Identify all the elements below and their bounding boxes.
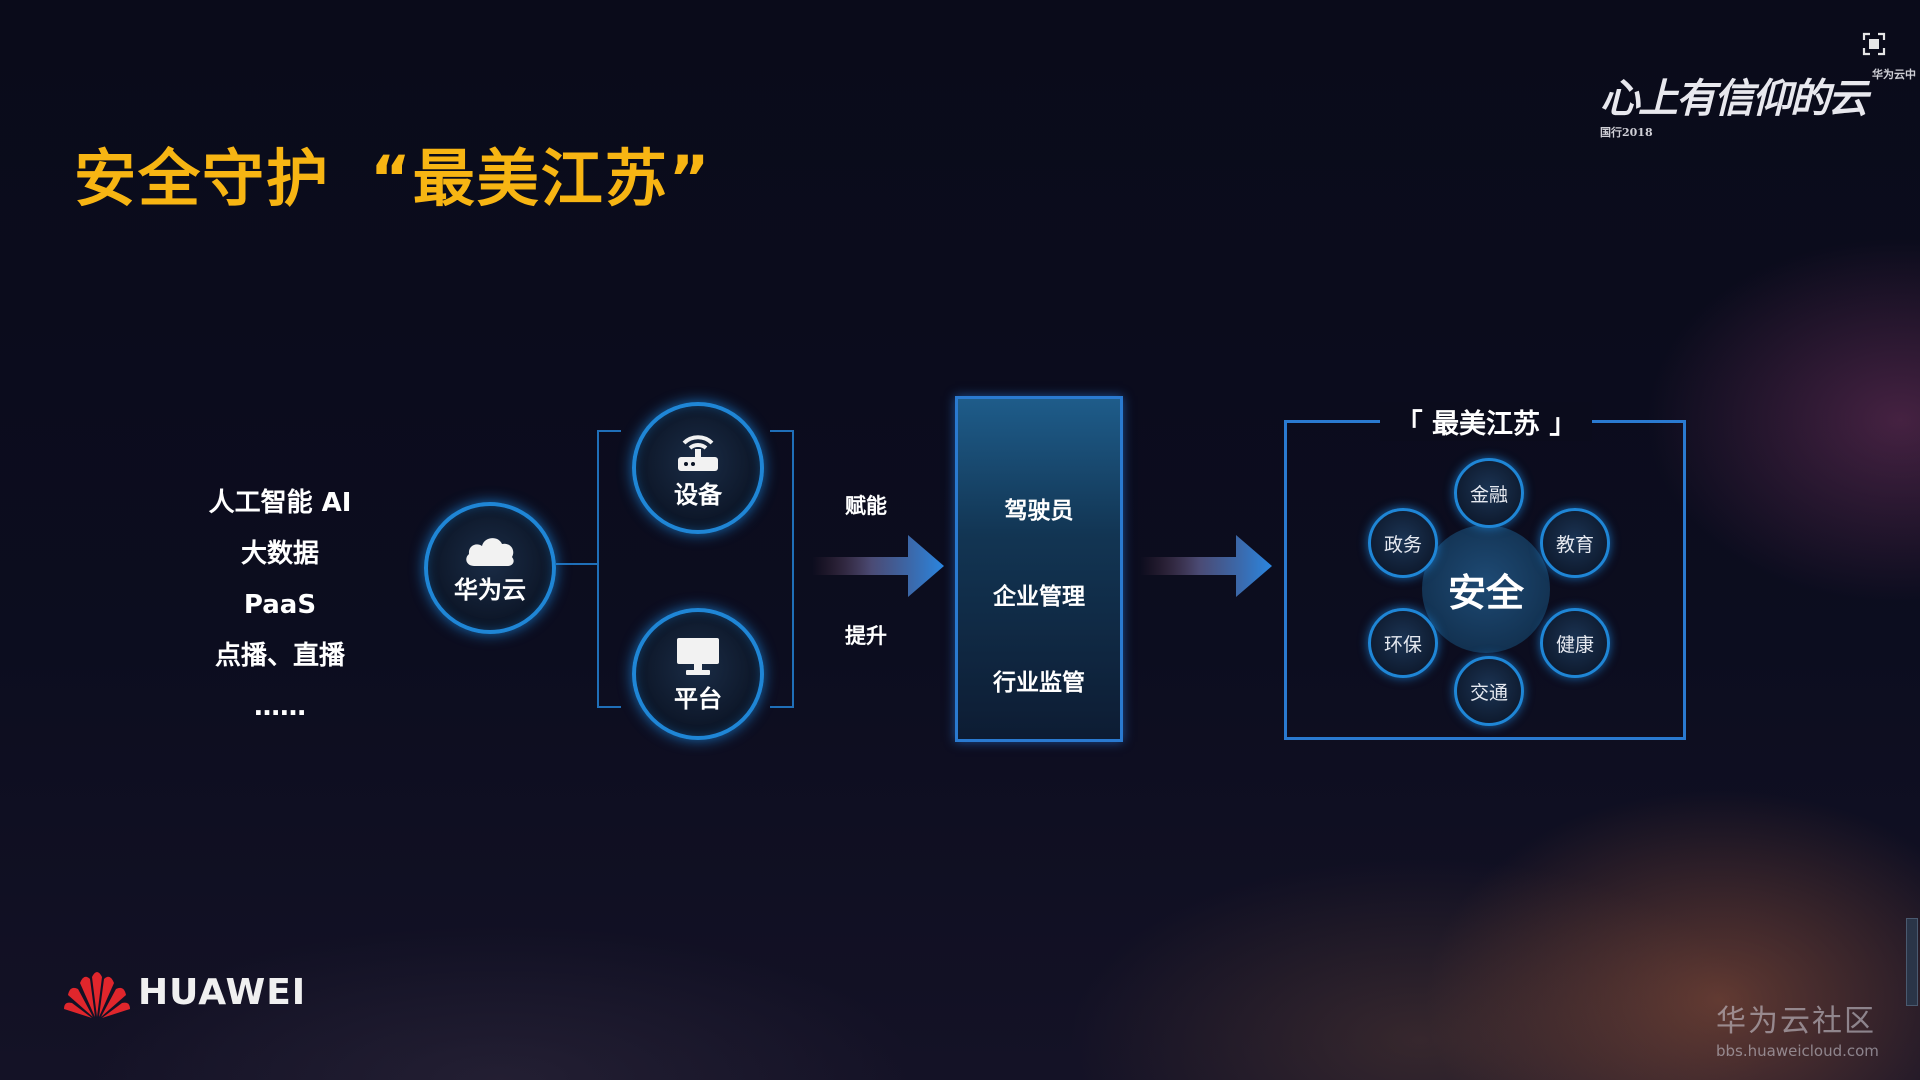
node-education: 教育 xyxy=(1540,508,1610,578)
huawei-logo-icon xyxy=(64,972,130,1018)
item-driver: 驾驶员 xyxy=(1004,498,1074,524)
management-box: 驾驶员 企业管理 行业监管 xyxy=(955,396,1123,742)
empower-label: 赋能 xyxy=(845,494,887,518)
capability-paas: PaaS xyxy=(243,590,317,620)
capability-list: 人工智能 AI 大数据 PaaS 点播、直播 …… xyxy=(170,478,390,733)
left-bracket xyxy=(597,430,621,708)
router-icon xyxy=(678,434,718,471)
capability-vod-live: 点播、直播 xyxy=(214,641,345,671)
device-node: 设备 xyxy=(632,402,764,534)
result-box-title: 「 最美江苏 」 xyxy=(1380,402,1592,441)
item-industry-supervision: 行业监管 xyxy=(993,670,1085,696)
right-bracket xyxy=(770,430,794,708)
platform-node: 平台 xyxy=(632,608,764,740)
cloud-node-label: 华为云 xyxy=(454,575,526,604)
arrow-to-result xyxy=(1140,535,1272,597)
watermark-url: bbs.huaweicloud.com xyxy=(1716,1042,1879,1060)
title-quoted: “最美江苏” xyxy=(370,142,712,215)
node-transport: 交通 xyxy=(1454,656,1524,726)
event-slogan-logo: 心上有信仰的云华为云中国行2018 xyxy=(1600,66,1920,171)
slogan-text: 心上有信仰的云 xyxy=(1600,75,1868,122)
capability-big-data: 大数据 xyxy=(240,539,319,569)
node-health: 健康 xyxy=(1540,608,1610,678)
community-watermark: 华为云社区 bbs.huaweicloud.com xyxy=(1716,996,1879,1060)
capability-ai: 人工智能 AI xyxy=(208,488,352,518)
security-hub: 安全 xyxy=(1422,525,1550,653)
arrow-to-center xyxy=(812,535,944,597)
slogan-subtext: 华为云中国行2018 xyxy=(1600,68,1916,139)
device-node-label: 设备 xyxy=(674,480,722,509)
node-finance: 金融 xyxy=(1454,458,1524,528)
huawei-cloud-node: 华为云 xyxy=(424,502,556,634)
watermark-title: 华为云社区 xyxy=(1716,1004,1876,1039)
node-government: 政务 xyxy=(1368,508,1438,578)
connector-cloud-bracket xyxy=(556,563,598,565)
monitor-icon xyxy=(677,637,719,675)
title-main: 安全守护 xyxy=(74,142,331,215)
page-title: 安全守护 “最美江苏” xyxy=(74,128,712,218)
improve-label: 提升 xyxy=(845,624,887,648)
platform-node-label: 平台 xyxy=(674,684,722,713)
item-enterprise-management: 企业管理 xyxy=(993,584,1085,610)
brand-name: HUAWEI xyxy=(138,972,307,1013)
cloud-icon xyxy=(466,537,514,566)
fullscreen-icon[interactable] xyxy=(1862,32,1886,56)
side-scroll-handle[interactable] xyxy=(1906,918,1918,1006)
node-environment: 环保 xyxy=(1368,608,1438,678)
capability-ellipsis: …… xyxy=(254,692,306,722)
